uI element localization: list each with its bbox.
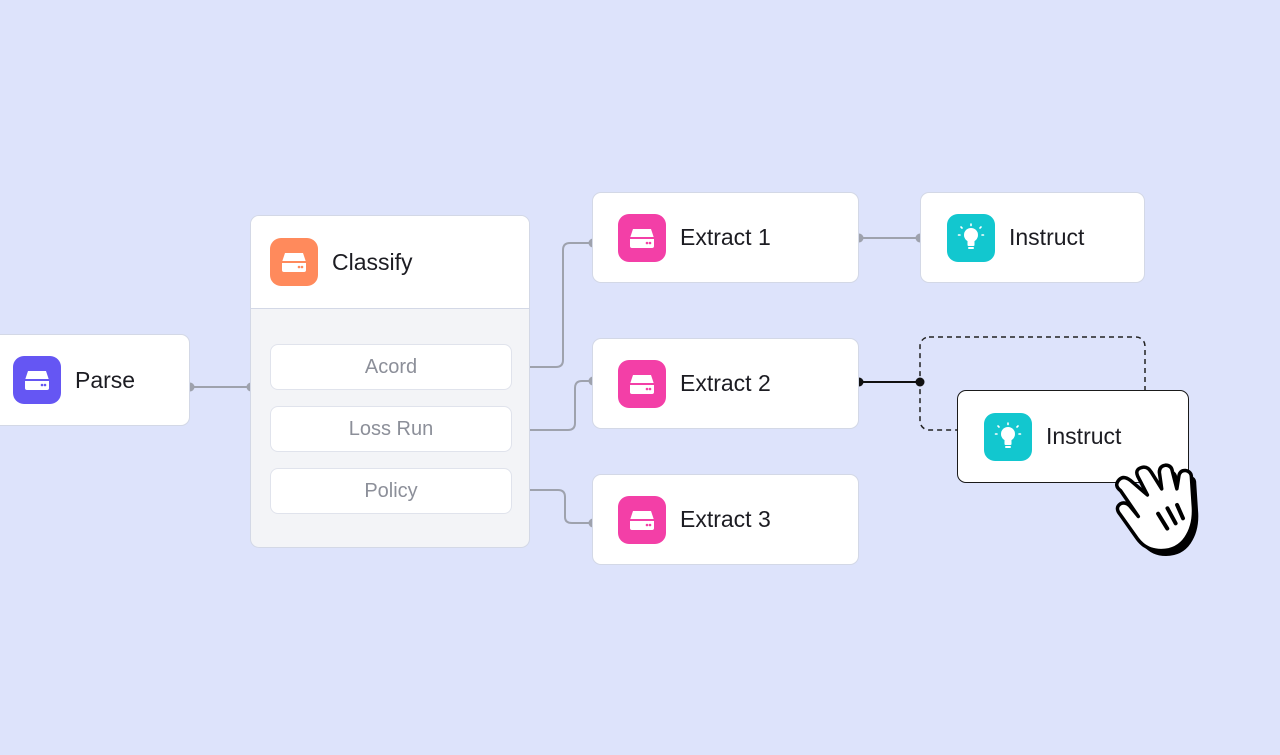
drive-icon [13,356,61,404]
classify-label: Classify [332,248,413,275]
drive-icon [270,238,318,286]
instruct-label: Instruct [1009,224,1085,250]
drive-icon [618,359,666,408]
connector-lossrun-extract2 [511,380,593,431]
drive-icon [618,495,666,544]
drive-icon [618,213,666,262]
extract-1-node[interactable]: Extract 1 [592,192,859,283]
lightbulb-icon [984,412,1032,461]
instruct-node-dragging[interactable]: Instruct [957,390,1189,483]
extract-2-label: Extract 2 [680,370,771,396]
classify-option-acord[interactable]: Acord [270,344,512,390]
extract-3-node[interactable]: Extract 3 [592,474,859,565]
grab-cursor-icon [1115,463,1199,556]
connector-policy-extract3 [511,489,593,524]
classify-option-loss-run[interactable]: Loss Run [270,406,512,452]
lightbulb-icon [947,213,995,262]
connector-acord-extract1 [511,242,593,368]
classify-header[interactable]: Classify [251,216,529,309]
classify-option-policy[interactable]: Policy [270,468,512,514]
parse-node[interactable]: Parse [0,334,190,426]
extract-1-label: Extract 1 [680,224,771,250]
parse-label: Parse [75,366,136,393]
instruct-node[interactable]: Instruct [920,192,1145,283]
instruct-dragging-label: Instruct [1046,423,1122,449]
extract-3-label: Extract 3 [680,506,771,532]
classify-node[interactable]: Classify Acord Loss Run Policy [250,215,530,548]
extract-2-node[interactable]: Extract 2 [592,338,859,429]
